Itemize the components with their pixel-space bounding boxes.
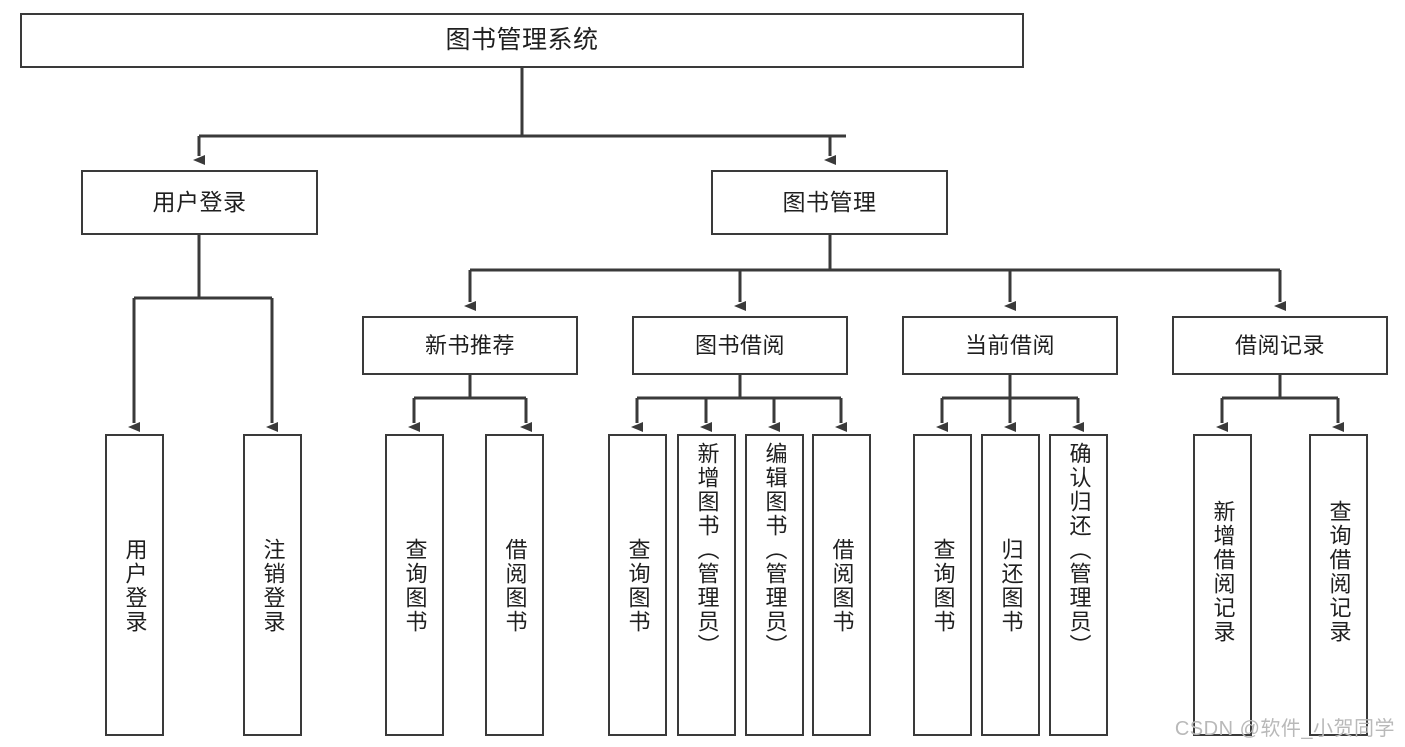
node-current-borrow-label: 当前借阅 — [964, 332, 1055, 358]
node-current-borrow[interactable]: 当前借阅 — [902, 316, 1118, 375]
node-borrow-record-label: 借阅记录 — [1234, 332, 1325, 358]
node-leaf-query-borrow-record[interactable]: 查询借阅记录 — [1309, 434, 1368, 736]
node-leaf-borrow-book-new[interactable]: 借阅图书 — [485, 434, 544, 736]
node-book-borrow[interactable]: 图书借阅 — [632, 316, 848, 375]
node-user-login-label: 用户登录 — [152, 189, 247, 216]
node-leaf-query-book-borrow[interactable]: 查询图书 — [608, 434, 667, 736]
node-leaf-query-borrow-record-label: 查询借阅记录 — [1326, 500, 1352, 644]
node-leaf-edit-book-admin[interactable]: 编辑图书（管理员） — [745, 434, 804, 736]
node-leaf-add-borrow-record-label: 新增借阅记录 — [1210, 500, 1236, 644]
node-root[interactable]: 图书管理系统 — [20, 13, 1024, 68]
node-borrow-record[interactable]: 借阅记录 — [1172, 316, 1388, 375]
node-leaf-confirm-return-admin-label: 确认归还（管理员） — [1066, 442, 1092, 658]
node-leaf-query-book-current-label: 查询图书 — [930, 538, 956, 634]
node-leaf-confirm-return-admin[interactable]: 确认归还（管理员） — [1049, 434, 1108, 736]
node-book-management-label: 图书管理 — [782, 189, 877, 216]
node-leaf-query-book-new-label: 查询图书 — [402, 538, 428, 634]
node-leaf-user-login-label: 用户登录 — [122, 538, 148, 634]
node-book-borrow-label: 图书借阅 — [694, 332, 785, 358]
node-new-book-recommend-label: 新书推荐 — [424, 332, 515, 358]
node-leaf-borrow-book-new-label: 借阅图书 — [502, 538, 528, 634]
node-leaf-return-book[interactable]: 归还图书 — [981, 434, 1040, 736]
node-book-management[interactable]: 图书管理 — [711, 170, 948, 235]
node-leaf-query-book-current[interactable]: 查询图书 — [913, 434, 972, 736]
node-leaf-add-book-admin[interactable]: 新增图书（管理员） — [677, 434, 736, 736]
node-user-login[interactable]: 用户登录 — [81, 170, 318, 235]
node-leaf-add-book-admin-label: 新增图书（管理员） — [694, 442, 720, 658]
node-leaf-user-login[interactable]: 用户登录 — [105, 434, 164, 736]
node-new-book-recommend[interactable]: 新书推荐 — [362, 316, 578, 375]
node-leaf-add-borrow-record[interactable]: 新增借阅记录 — [1193, 434, 1252, 736]
node-leaf-return-book-label: 归还图书 — [998, 538, 1024, 634]
node-leaf-logout-label: 注销登录 — [260, 538, 286, 634]
node-leaf-edit-book-admin-label: 编辑图书（管理员） — [762, 442, 788, 658]
node-leaf-borrow-book-label: 借阅图书 — [829, 538, 855, 634]
node-leaf-query-book-borrow-label: 查询图书 — [625, 538, 651, 634]
node-leaf-borrow-book[interactable]: 借阅图书 — [812, 434, 871, 736]
node-leaf-query-book-new[interactable]: 查询图书 — [385, 434, 444, 736]
watermark: CSDN @软件_小贺同学 — [1174, 718, 1395, 740]
node-root-label: 图书管理系统 — [445, 26, 599, 55]
node-leaf-logout[interactable]: 注销登录 — [243, 434, 302, 736]
